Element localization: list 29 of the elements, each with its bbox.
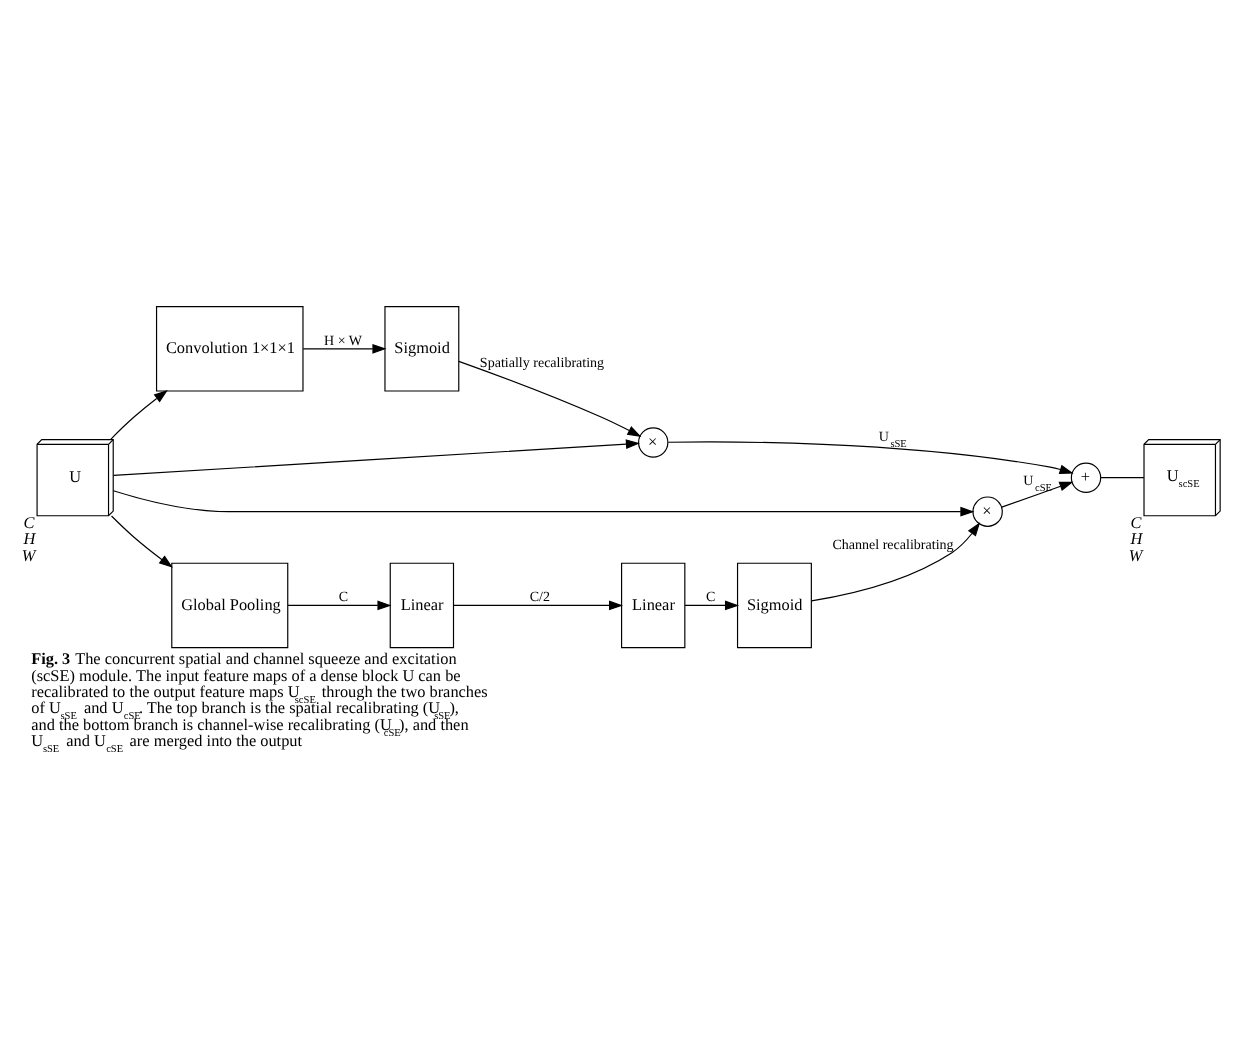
- arrow: [811, 522, 981, 602]
- node-box: Sigmoid: [384, 306, 460, 392]
- node-box: Linear: [621, 562, 686, 649]
- node-circle: ×: [638, 427, 669, 458]
- arrow: [109, 390, 168, 441]
- arrow: [302, 343, 387, 354]
- arrow: [110, 515, 173, 568]
- node-label: H: [23, 530, 36, 549]
- node-box: Convolution 1×1×1: [155, 306, 304, 392]
- connector: [1100, 477, 1145, 479]
- node-box: Sigmoid: [736, 562, 812, 649]
- arrow: [667, 441, 1074, 475]
- node-circle: +: [1070, 462, 1102, 493]
- node-label: C: [23, 513, 35, 532]
- node-circle: ×: [972, 496, 1003, 527]
- node-label: W: [21, 546, 36, 565]
- arrow: [684, 600, 740, 611]
- arrow: [113, 439, 640, 476]
- arrow: [1001, 481, 1074, 508]
- node-label: H: [1130, 530, 1143, 549]
- caption: Fig. 3 The concurrent spatial and channel squeeze and excitation (scSE) module. The input feature maps of a dense block U can be recalibrated to the output feature maps U$_{scSE}$ through the two branches of U$_{sSE}$ and U$_{cSE}$. The top branch is the spatial recalibrating (U$_{sSE}$), and the bottom branch is channel-wise recalibrating (U$_{cSE}$), and then U$_{sSE}$ and U$_{cSE}$ are merged into the output: [31, 650, 488, 757]
- node-label: C: [1130, 513, 1142, 532]
- arrow: [112, 490, 975, 517]
- node-box: Linear: [389, 562, 455, 649]
- node-box: Global Pooling: [171, 562, 289, 649]
- arrow: [287, 600, 392, 611]
- arrow: [458, 360, 642, 437]
- node-label: W: [1128, 546, 1143, 565]
- arrow: [453, 600, 624, 611]
